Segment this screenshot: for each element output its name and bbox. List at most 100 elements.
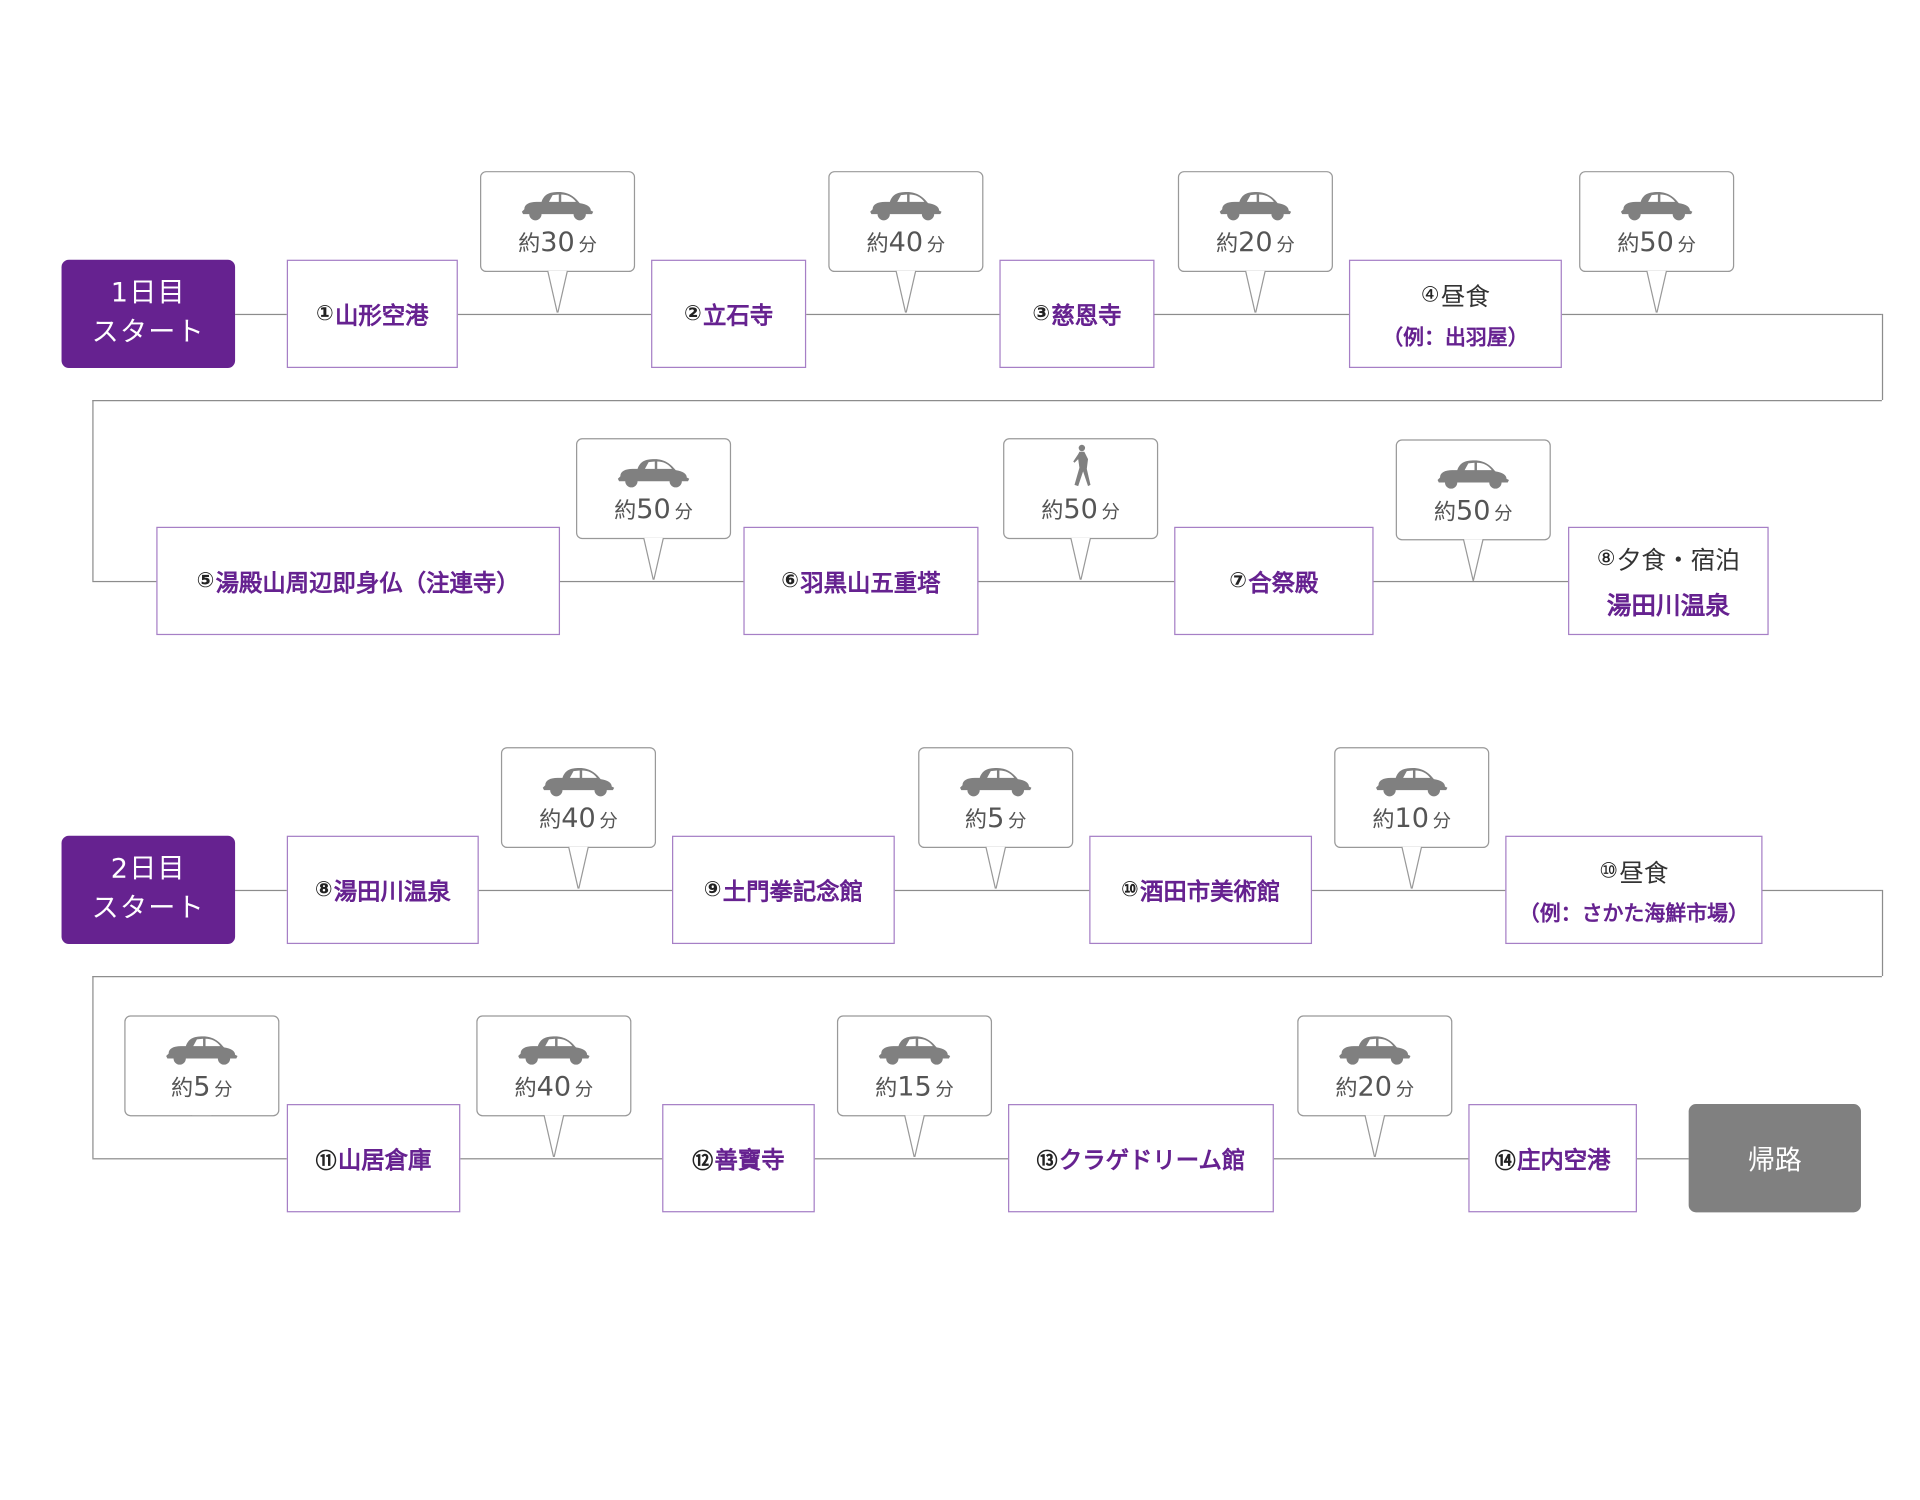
bubble-pointer — [192, 1115, 212, 1116]
duration-unit: 分 — [1395, 1078, 1415, 1101]
bubble-pointer — [547, 270, 568, 313]
duration-prefix: 約 — [1433, 499, 1457, 526]
stop-number: ⑪ — [315, 1148, 337, 1174]
duration-minutes: 5 — [193, 1072, 211, 1103]
stop-number: ⑩ — [1599, 858, 1619, 884]
duration-prefix: 約 — [1041, 498, 1064, 525]
stop-number: ③ — [1032, 301, 1051, 327]
route-line-turn-right — [1881, 313, 1884, 401]
duration-prefix: 約 — [1216, 231, 1239, 258]
duration-prefix: 約 — [1617, 231, 1640, 258]
stop-number: ⑬ — [1036, 1148, 1058, 1174]
start-day-label: 2日目 — [110, 854, 186, 885]
car-icon — [519, 187, 595, 221]
duration-prefix: 約 — [539, 807, 562, 834]
stop-number: ④ — [1420, 282, 1440, 308]
duration-minutes: 40 — [561, 803, 596, 835]
duration-unit: 分 — [1101, 500, 1121, 524]
duration-unit: 分 — [214, 1078, 233, 1101]
duration-prefix: 約 — [614, 498, 637, 525]
duration-unit: 分 — [674, 500, 693, 524]
start-label: スタート — [91, 893, 205, 925]
stop-name: 昼食 — [1619, 857, 1669, 888]
duration-minutes: 30 — [540, 227, 575, 259]
day1-start-label: 1日目スタート — [61, 259, 236, 369]
duration-minutes: 40 — [888, 227, 924, 259]
car-icon — [1619, 187, 1695, 221]
duration-unit: 分 — [578, 233, 597, 257]
bubble-pointer — [985, 846, 1007, 889]
route-line-turn-right — [1881, 889, 1884, 977]
return-home-box: 帰路 — [1688, 1104, 1861, 1213]
duration-minutes: 50 — [636, 494, 671, 526]
route-line-return — [92, 400, 1882, 402]
duration-unit: 分 — [1677, 233, 1697, 257]
route-line-turn-left — [92, 400, 94, 581]
duration-unit: 分 — [935, 1078, 954, 1101]
bubble-pointer — [1401, 846, 1423, 889]
start-label: スタート — [91, 317, 205, 349]
route-line-return — [92, 976, 1882, 978]
duration-unit: 分 — [926, 233, 946, 257]
route-line-row1 — [235, 313, 1562, 316]
stop-name: 昼食 — [1440, 281, 1491, 312]
duration-minutes: 50 — [1063, 494, 1098, 526]
duration-prefix: 約 — [866, 231, 889, 258]
stop-name: 山形空港 — [335, 302, 429, 330]
duration-prefix: 約 — [875, 1075, 898, 1102]
stop-number: ⑤ — [196, 568, 215, 594]
stop-number: ⑧ — [1596, 545, 1616, 571]
duration-unit: 分 — [1008, 809, 1027, 833]
bubble-pointer — [904, 1115, 925, 1157]
car-icon — [876, 1031, 952, 1065]
stop-number: ⑦ — [1229, 568, 1248, 594]
bubble-pointer — [543, 1115, 565, 1157]
bubble-pointer — [643, 537, 665, 580]
car-icon — [615, 454, 691, 488]
duration-minutes: 10 — [1394, 803, 1429, 835]
stop-name: 善寶寺 — [714, 1146, 785, 1174]
